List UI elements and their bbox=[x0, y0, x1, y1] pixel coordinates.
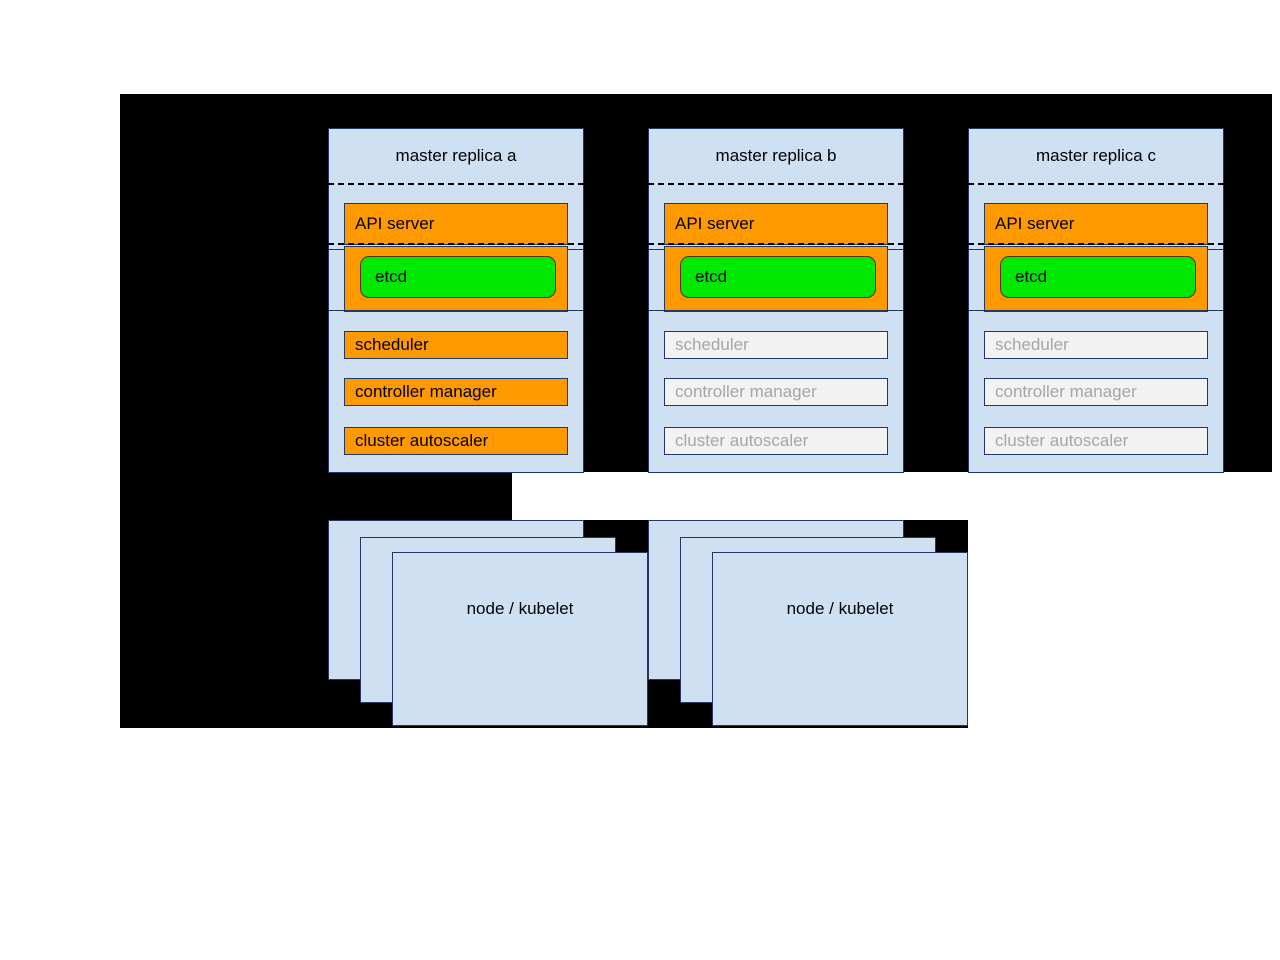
replica-a-scheduler[interactable]: scheduler bbox=[344, 331, 568, 359]
replica-b-etcd[interactable]: etcd bbox=[680, 256, 876, 298]
replica-c-api-server[interactable]: API server bbox=[984, 203, 1208, 245]
replica-a-api-server[interactable]: API server bbox=[344, 203, 568, 245]
replica-c-api-server-label: API server bbox=[995, 214, 1075, 233]
node-stack-1-label: node / kubelet bbox=[466, 599, 574, 618]
master-replica-title-b: master replica b bbox=[715, 146, 837, 165]
node-stack-2-card-front[interactable]: node / kubelet bbox=[712, 552, 968, 726]
replica-c-cluster-autoscaler-label: cluster autoscaler bbox=[995, 431, 1129, 450]
replica-c-api-divider bbox=[968, 243, 1224, 245]
replica-a-controller-manager[interactable]: controller manager bbox=[344, 378, 568, 406]
node-stack-1-card-front[interactable]: node / kubelet bbox=[392, 552, 648, 726]
replica-c-header-divider bbox=[968, 183, 1224, 185]
replica-a-cluster-autoscaler[interactable]: cluster autoscaler bbox=[344, 427, 568, 455]
replica-b-controller-manager[interactable]: controller manager bbox=[664, 378, 888, 406]
replica-b-cluster-autoscaler-label: cluster autoscaler bbox=[675, 431, 809, 450]
node-stack-2-label: node / kubelet bbox=[786, 599, 894, 618]
replica-a-header-divider bbox=[328, 183, 584, 185]
replica-b-cluster-autoscaler[interactable]: cluster autoscaler bbox=[664, 427, 888, 455]
replica-c-etcd-label: etcd bbox=[1015, 267, 1048, 286]
replica-b-controller-manager-label: controller manager bbox=[675, 382, 817, 401]
replica-b-api-divider bbox=[648, 243, 904, 245]
replica-b-etcd-label: etcd bbox=[695, 267, 728, 286]
replica-a-api-server-label: API server bbox=[355, 214, 435, 233]
replica-b-api-server[interactable]: API server bbox=[664, 203, 888, 245]
replica-a-controller-manager-label: controller manager bbox=[355, 382, 497, 401]
replica-c-controller-manager[interactable]: controller manager bbox=[984, 378, 1208, 406]
replica-b-scheduler[interactable]: scheduler bbox=[664, 331, 888, 359]
replica-a-etcd[interactable]: etcd bbox=[360, 256, 556, 298]
replica-a-etcd-bottom-rule bbox=[328, 310, 584, 311]
replica-c-scheduler-label: scheduler bbox=[995, 335, 1069, 354]
replica-a-cluster-autoscaler-label: cluster autoscaler bbox=[355, 431, 489, 450]
replica-b-header-divider bbox=[648, 183, 904, 185]
replica-c-etcd[interactable]: etcd bbox=[1000, 256, 1196, 298]
replica-c-etcd-bottom-rule bbox=[968, 310, 1224, 311]
replica-b-scheduler-label: scheduler bbox=[675, 335, 749, 354]
master-replica-title-c: master replica c bbox=[1036, 146, 1156, 165]
replica-c-scheduler[interactable]: scheduler bbox=[984, 331, 1208, 359]
replica-c-cluster-autoscaler[interactable]: cluster autoscaler bbox=[984, 427, 1208, 455]
replica-c-controller-manager-label: controller manager bbox=[995, 382, 1137, 401]
master-replica-title-a: master replica a bbox=[395, 146, 517, 165]
replica-b-api-server-label: API server bbox=[675, 214, 755, 233]
replica-a-api-divider bbox=[328, 243, 584, 245]
replica-a-scheduler-label: scheduler bbox=[355, 335, 429, 354]
replica-b-etcd-bottom-rule bbox=[648, 310, 904, 311]
replica-a-etcd-label: etcd bbox=[375, 267, 408, 286]
